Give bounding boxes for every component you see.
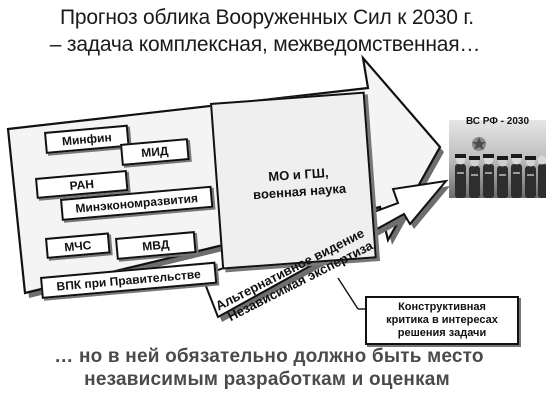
footer-line-1: … но в ней обязательно должно быть место (54, 346, 484, 367)
goal-label: ВС РФ - 2030 (465, 116, 530, 127)
agency-label: МЧС (63, 237, 92, 254)
critique-box: Конструктивная критика в интересах решен… (365, 296, 519, 345)
agency-label: МВД (141, 237, 170, 254)
footer-line-2: независимым разработкам и оценкам (84, 369, 450, 390)
critique-line-3: решения задачи (397, 327, 487, 339)
agency-label: Минфин (61, 130, 113, 149)
agency-label: РАН (69, 176, 95, 193)
parade-photo (449, 120, 546, 198)
title-line-2: – задача комплексная, межведомственная… (49, 33, 481, 56)
parade-image (449, 120, 546, 198)
critique-line-2: критика в интересах (386, 314, 498, 326)
agency-label: МИД (140, 143, 169, 161)
critique-connector (337, 277, 359, 310)
title-line-1: Прогноз облика Вооруженных Сил к 2030 г. (60, 6, 474, 29)
critique-line-1: Конструктивная (398, 301, 486, 313)
